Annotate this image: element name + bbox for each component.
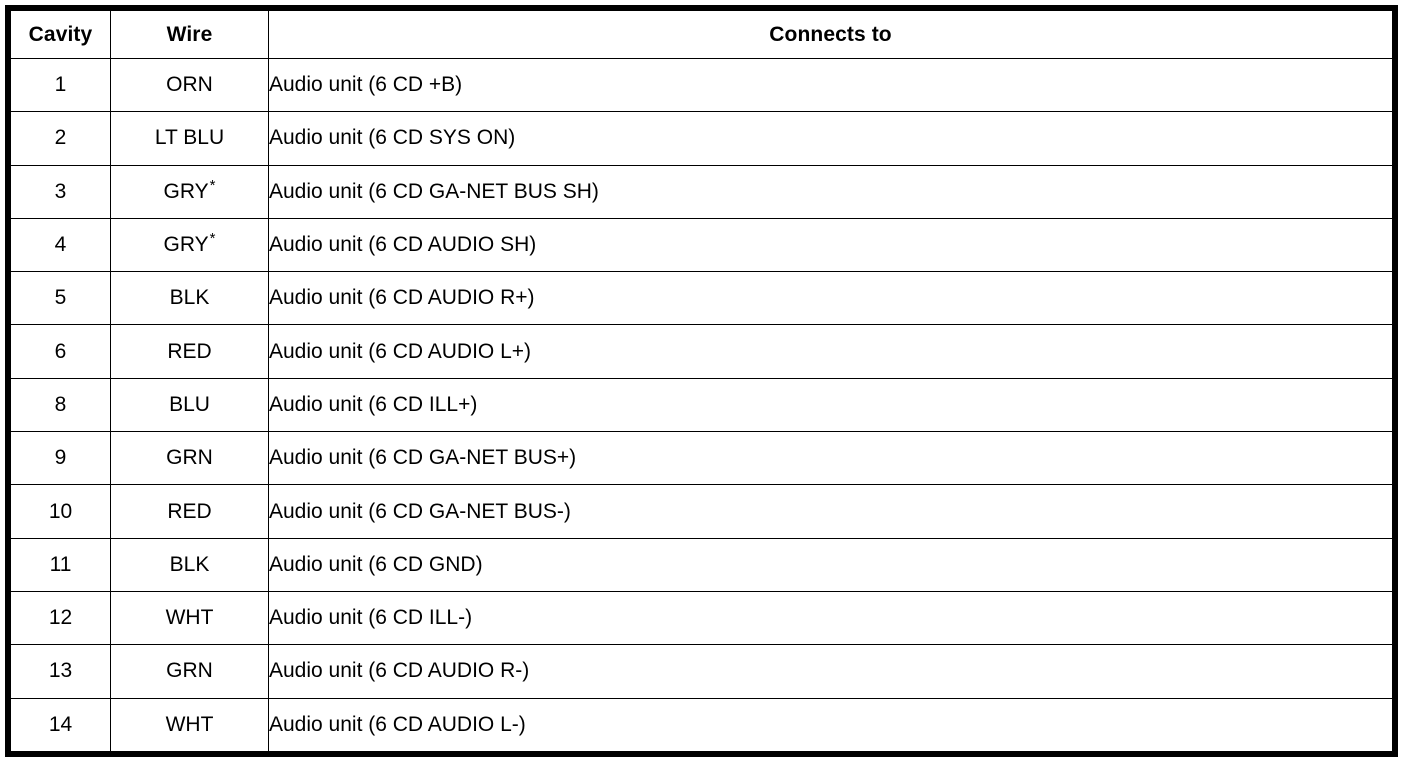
cell-connects-to: Audio unit (6 CD AUDIO R-): [268, 644, 1393, 699]
cell-connects-to: Audio unit (6 CD ILL-): [268, 590, 1393, 646]
table-header: Cavity Wire Connects to: [10, 10, 1393, 59]
table-row: 6 RED Audio unit (6 CD AUDIO L+): [10, 324, 1393, 379]
table-row: 1 ORN Audio unit (6 CD +B): [10, 57, 1393, 113]
cell-wire: ORN: [110, 57, 269, 113]
cell-cavity: 9: [10, 431, 111, 486]
cell-cavity: 1: [10, 57, 111, 113]
wire-color-label: BLK: [169, 286, 210, 310]
table-row: 3 GRY* Audio unit (6 CD GA-NET BUS SH): [10, 164, 1393, 219]
table-row: 14 WHT Audio unit (6 CD AUDIO L-): [10, 697, 1393, 753]
cell-wire: RED: [110, 324, 269, 379]
cell-connects-to: Audio unit (6 CD AUDIO SH): [268, 217, 1393, 273]
cell-connects-to: Audio unit (6 CD GA-NET BUS-): [268, 484, 1393, 539]
table-row: 2 LT BLU Audio unit (6 CD SYS ON): [10, 111, 1393, 166]
wire-color-label: GRY*: [163, 176, 216, 203]
table-row: 12 WHT Audio unit (6 CD ILL-): [10, 590, 1393, 646]
footnote-asterisk: *: [209, 230, 216, 248]
cell-connects-to: Audio unit (6 CD SYS ON): [268, 111, 1393, 166]
table-row: 8 BLU Audio unit (6 CD ILL+): [10, 377, 1393, 433]
cell-cavity: 13: [10, 644, 111, 699]
cell-connects-to: Audio unit (6 CD +B): [268, 57, 1393, 113]
cell-wire: GRY*: [110, 217, 269, 273]
cell-cavity: 11: [10, 537, 111, 592]
wire-color-label: RED: [167, 339, 212, 363]
cell-cavity: 4: [10, 217, 111, 273]
table-row: 11 BLK Audio unit (6 CD GND): [10, 537, 1393, 592]
cell-connects-to: Audio unit (6 CD AUDIO L+): [268, 324, 1393, 379]
column-header-wire: Wire: [110, 10, 269, 59]
cell-wire: GRN: [110, 644, 269, 699]
table-row: 4 GRY* Audio unit (6 CD AUDIO SH): [10, 217, 1393, 273]
column-header-connects-to: Connects to: [268, 10, 1393, 59]
wire-color-label: ORN: [166, 73, 213, 97]
wire-color-label: LT BLU: [154, 126, 225, 150]
footnote-asterisk: *: [209, 176, 216, 194]
wire-color-label: WHT: [165, 606, 214, 630]
cell-wire: BLK: [110, 271, 269, 326]
cell-connects-to: Audio unit (6 CD GA-NET BUS+): [268, 431, 1393, 486]
cell-wire: WHT: [110, 590, 269, 646]
cell-cavity: 10: [10, 484, 111, 539]
wire-color-label: BLK: [169, 552, 210, 576]
cell-connects-to: Audio unit (6 CD ILL+): [268, 377, 1393, 433]
table-row: 10 RED Audio unit (6 CD GA-NET BUS-): [10, 484, 1393, 539]
pinout-table-container: Cavity Wire Connects to 1 ORN Audio unit (…: [5, 5, 1398, 757]
wire-color-label: WHT: [165, 712, 214, 736]
cell-wire: GRN: [110, 431, 269, 486]
cell-wire: GRY*: [110, 164, 269, 219]
wire-color-label: RED: [167, 499, 212, 523]
table-row: 9 GRN Audio unit (6 CD GA-NET BUS+): [10, 431, 1393, 486]
cell-connects-to: Audio unit (6 CD AUDIO R+): [268, 271, 1393, 326]
cell-wire: WHT: [110, 697, 269, 753]
wire-color-label: GRY*: [163, 230, 216, 257]
cell-cavity: 5: [10, 271, 111, 326]
table-body: 1 ORN Audio unit (6 CD +B) 2 LT BLU Audio uni…: [10, 57, 1393, 753]
cell-wire: BLK: [110, 537, 269, 592]
cell-connects-to: Audio unit (6 CD GND): [268, 537, 1393, 592]
cell-cavity: 8: [10, 377, 111, 433]
table-header-row: Cavity Wire Connects to: [10, 10, 1393, 59]
cell-wire: LT BLU: [110, 111, 269, 166]
cell-connects-to: Audio unit (6 CD AUDIO L-): [268, 697, 1393, 753]
cell-cavity: 2: [10, 111, 111, 166]
cell-wire: BLU: [110, 377, 269, 433]
cell-cavity: 12: [10, 590, 111, 646]
wire-color-label: GRN: [166, 659, 213, 683]
cell-connects-to: Audio unit (6 CD GA-NET BUS SH): [268, 164, 1393, 219]
table-row: 5 BLK Audio unit (6 CD AUDIO R+): [10, 271, 1393, 326]
wire-color-label: GRN: [166, 446, 213, 470]
connector-pinout-table: Cavity Wire Connects to 1 ORN Audio unit (…: [10, 10, 1393, 753]
cell-wire: RED: [110, 484, 269, 539]
wire-color-label: BLU: [169, 392, 210, 416]
cell-cavity: 14: [10, 697, 111, 753]
cell-cavity: 3: [10, 164, 111, 219]
cell-cavity: 6: [10, 324, 111, 379]
column-header-cavity: Cavity: [10, 10, 111, 59]
table-row: 13 GRN Audio unit (6 CD AUDIO R-): [10, 644, 1393, 699]
